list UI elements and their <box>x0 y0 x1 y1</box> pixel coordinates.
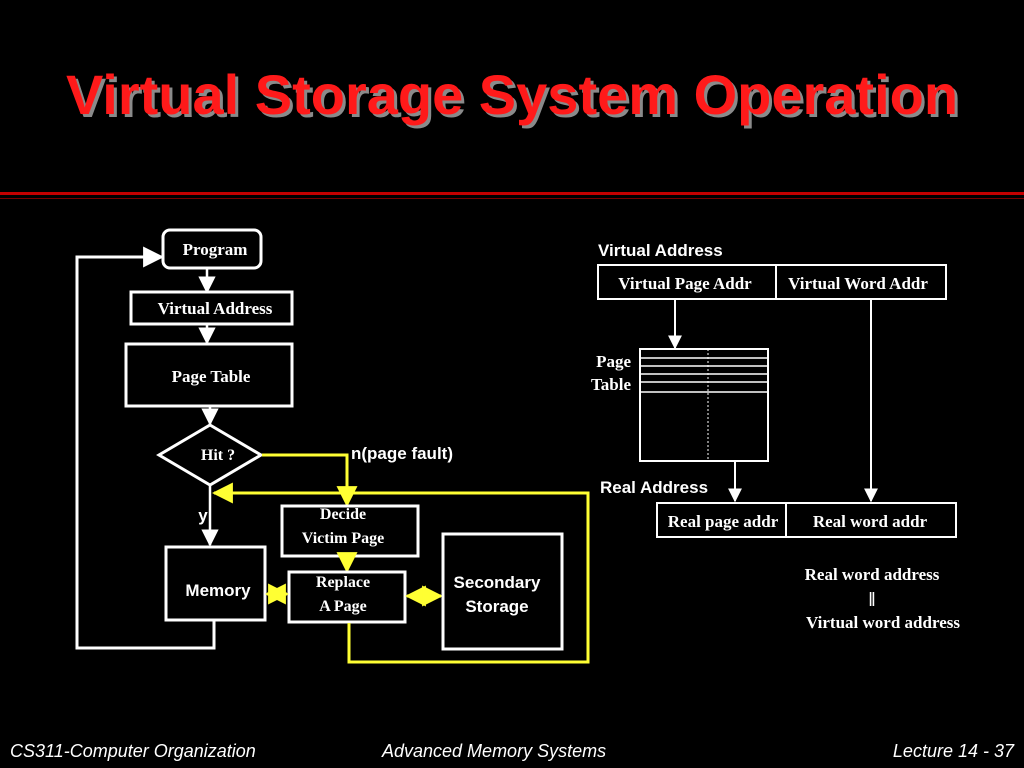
secondary-storage-box <box>441 532 564 651</box>
virtual-address-box <box>129 290 294 326</box>
hit-decision-diamond <box>156 423 264 487</box>
virtual-word-addr: Virtual Word Addr <box>788 274 928 293</box>
decide-victim-box <box>280 504 420 558</box>
footer-topic: Advanced Memory Systems <box>382 741 607 761</box>
page-table-box <box>124 342 294 408</box>
page-table-side-line2: Table <box>591 375 631 394</box>
page-fault-path <box>262 453 358 508</box>
equivalence-symbol: ‖ <box>869 589 875 611</box>
decide-label-line2: Victim Page <box>302 530 384 547</box>
equivalence-bottom: Virtual word address <box>806 613 960 632</box>
page-table-side-line1: Page <box>596 352 631 371</box>
title-divider <box>0 192 1024 195</box>
virtual-address-register <box>597 264 947 300</box>
secondary-label-line2: Storage <box>465 597 528 616</box>
page-table-label: Page Table <box>172 367 251 386</box>
program-box <box>161 228 263 270</box>
page-fault-label: n(page fault) <box>351 444 453 463</box>
replace-label-line1: Replace <box>316 574 370 591</box>
real-word-addr: Real word addr <box>813 512 928 531</box>
secondary-label-line1: Secondary <box>454 573 541 592</box>
ra-section-label: Real Address <box>600 478 708 497</box>
virtual-address-label: Virtual Address <box>158 299 273 318</box>
replace-label-line2: A Page <box>319 598 367 615</box>
loop-back-line <box>75 246 216 650</box>
footer-course: CS311-Computer Organization <box>10 741 256 761</box>
memory-box <box>164 545 267 622</box>
real-address-register <box>656 502 957 538</box>
title-divider-thin <box>0 198 1024 199</box>
yes-label: y <box>198 506 208 525</box>
memory-label: Memory <box>185 581 251 600</box>
va-section-label: Virtual Address <box>598 241 723 260</box>
virtual-page-addr: Virtual Page Addr <box>618 274 752 293</box>
replace-page-box <box>287 570 407 624</box>
slide-title: Virtual Storage System Operation <box>65 63 959 126</box>
decide-label-line1: Decide <box>320 506 366 523</box>
return-loop-path <box>211 482 590 664</box>
equivalence-top: Real word address <box>805 565 940 584</box>
hit-label: Hit ? <box>201 447 235 464</box>
footer-lecture: Lecture 14 - 37 <box>892 741 1014 761</box>
page-table-grid <box>639 348 769 462</box>
real-page-addr: Real page addr <box>668 512 779 531</box>
program-label: Program <box>183 240 248 259</box>
